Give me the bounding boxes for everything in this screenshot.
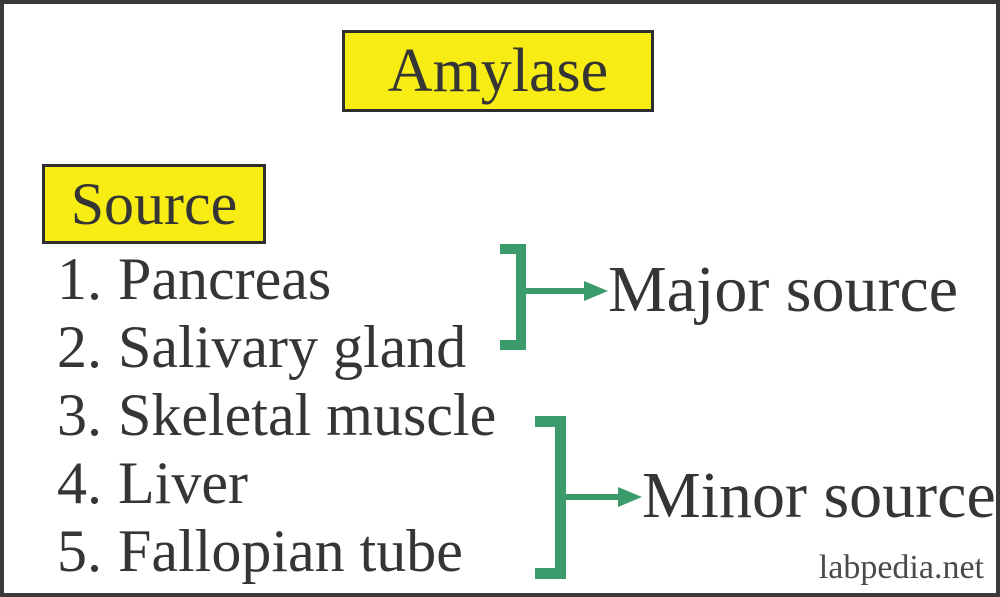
item-number: 3. bbox=[57, 382, 102, 448]
list-item-salivary-gland: 2. Salivary gland bbox=[57, 313, 496, 381]
item-label: Salivary gland bbox=[118, 314, 467, 380]
source-section-label: Source bbox=[70, 170, 238, 237]
minor-group-bracket bbox=[535, 416, 566, 579]
source-list: 1. Pancreas 2. Salivary gland 3. Skeleta… bbox=[57, 245, 496, 585]
source-section-box: Source bbox=[42, 164, 266, 244]
list-item-pancreas: 1. Pancreas bbox=[57, 245, 496, 313]
major-group-bracket bbox=[500, 244, 526, 350]
minor-arrow-icon bbox=[618, 487, 642, 507]
item-label: Fallopian tube bbox=[118, 518, 463, 584]
major-arrow-shaft bbox=[524, 288, 584, 294]
list-item-liver: 4. Liver bbox=[57, 449, 496, 517]
minor-arrow-shaft bbox=[564, 494, 624, 500]
list-item-fallopian-tube: 5. Fallopian tube bbox=[57, 517, 496, 585]
item-label: Liver bbox=[118, 450, 248, 516]
item-label: Skeletal muscle bbox=[118, 382, 497, 448]
item-number: 5. bbox=[57, 518, 102, 584]
item-number: 4. bbox=[57, 450, 102, 516]
minor-source-label: Minor source bbox=[642, 459, 996, 532]
major-source-label: Major source bbox=[608, 253, 959, 326]
watermark: labpedia.net bbox=[818, 549, 984, 586]
item-label: Pancreas bbox=[118, 246, 332, 312]
item-number: 1. bbox=[57, 246, 102, 312]
item-number: 2. bbox=[57, 314, 102, 380]
title-box: Amylase bbox=[342, 30, 654, 112]
list-item-skeletal-muscle: 3. Skeletal muscle bbox=[57, 381, 496, 449]
major-arrow-icon bbox=[584, 281, 608, 301]
diagram-title: Amylase bbox=[387, 36, 609, 105]
